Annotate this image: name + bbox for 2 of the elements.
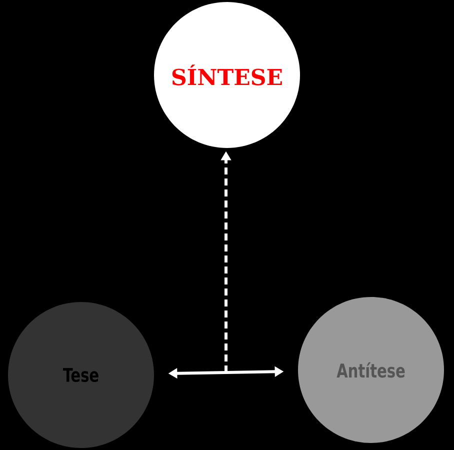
circle-node: Antítese bbox=[298, 297, 444, 443]
circle-node: SÍNTESE bbox=[154, 2, 300, 148]
